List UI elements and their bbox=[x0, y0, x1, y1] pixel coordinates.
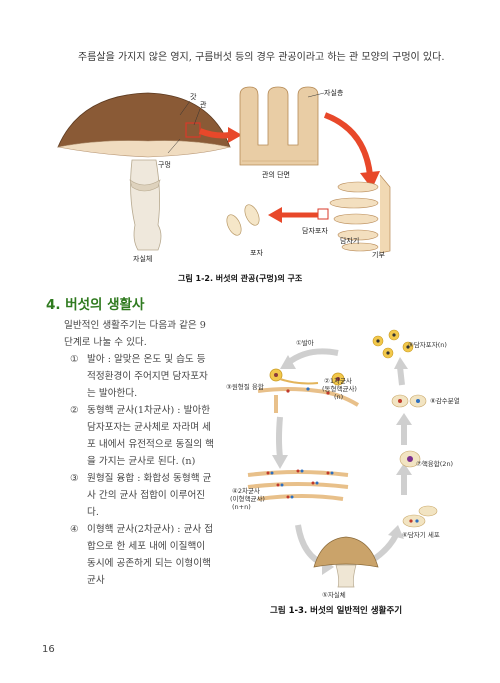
label-spore: 포자 bbox=[250, 248, 263, 257]
stage-2c: (n) bbox=[334, 393, 343, 401]
figure2-caption: 그림 1-3. 버섯의 일반적인 생활주기 bbox=[270, 606, 403, 616]
nuclear-fusion bbox=[399, 450, 421, 468]
section-title: 4. 버섯의 생활사 bbox=[46, 297, 145, 313]
label-basidiospore: 담자포자 bbox=[302, 226, 328, 235]
label-basidium: 담자기 bbox=[340, 236, 359, 245]
label-pore: 구멍 bbox=[158, 160, 171, 169]
mushroom-ring bbox=[129, 179, 161, 192]
stage-1: ①발아 bbox=[296, 338, 314, 347]
figure1-caption: 그림 1-2. 버섯의 관공(구멍)의 구조 bbox=[178, 274, 303, 283]
stage-8: ⑧감수분열 bbox=[430, 397, 460, 405]
stage-4b: (이형핵균사) bbox=[230, 494, 265, 503]
germinating-spores bbox=[269, 368, 345, 386]
arrow-to-basidia bbox=[323, 112, 373, 176]
label-fruiting-body: 자실체 bbox=[133, 254, 152, 263]
cap-underside bbox=[57, 140, 231, 158]
stage-9: ⑨담자포자(n) bbox=[408, 340, 447, 349]
label-tube-section: 관의 단면 bbox=[262, 170, 290, 179]
highlight-box bbox=[185, 122, 201, 138]
stage-4c: (n+n) bbox=[232, 503, 251, 511]
stage-3: ③원형질 융합 bbox=[226, 382, 264, 391]
stage-7: ⑦핵융합(2n) bbox=[416, 459, 453, 468]
stage-6: ⑥담자기 세포 bbox=[402, 530, 440, 539]
page-number: 16 bbox=[42, 644, 55, 655]
arrow-to-section bbox=[198, 128, 231, 139]
hyphae-fusion bbox=[257, 387, 360, 413]
nuclei-pairs bbox=[266, 469, 334, 499]
basidium-highlight bbox=[317, 208, 329, 220]
label-cap: 갓 bbox=[190, 92, 197, 101]
tube-section bbox=[239, 86, 319, 166]
mushroom-stem bbox=[130, 159, 162, 251]
label-base: 기부 bbox=[372, 250, 385, 259]
intro-text: 주름살을 가지지 않은 영지, 구름버섯 등의 경우 관공이라고 하는 관 모양… bbox=[78, 52, 445, 63]
fruiting-body-mushroom bbox=[313, 536, 379, 588]
meiosis bbox=[391, 394, 427, 408]
stage-5: ⑤자실체 bbox=[322, 590, 346, 599]
basidium-cells bbox=[402, 505, 438, 528]
stage-2b: (동형핵균사) bbox=[322, 384, 357, 393]
spores bbox=[226, 204, 260, 236]
basidiospores bbox=[372, 329, 414, 359]
life-cycle-figure: ①발아 ⑨담자포자(n) ③원형질 융합 ②1차균사 (동형핵균사) (n) ⑧… bbox=[226, 329, 460, 599]
mushroom-tube-figure: 갓 관 구멍 자실체 자실층 관의 단면 담자포자 담자기 기부 포자 bbox=[57, 86, 391, 263]
stage-4: ④2차균사 bbox=[232, 486, 260, 495]
stage-2: ②1차균사 bbox=[324, 376, 352, 385]
intro-paragraph: 일반적인 생활주기는 다음과 같은 9단계로 나눌 수 있다. bbox=[64, 320, 206, 348]
label-hymenium: 자실층 bbox=[324, 88, 344, 97]
label-tube: 관 bbox=[200, 100, 207, 109]
basidia-cluster bbox=[329, 174, 391, 254]
